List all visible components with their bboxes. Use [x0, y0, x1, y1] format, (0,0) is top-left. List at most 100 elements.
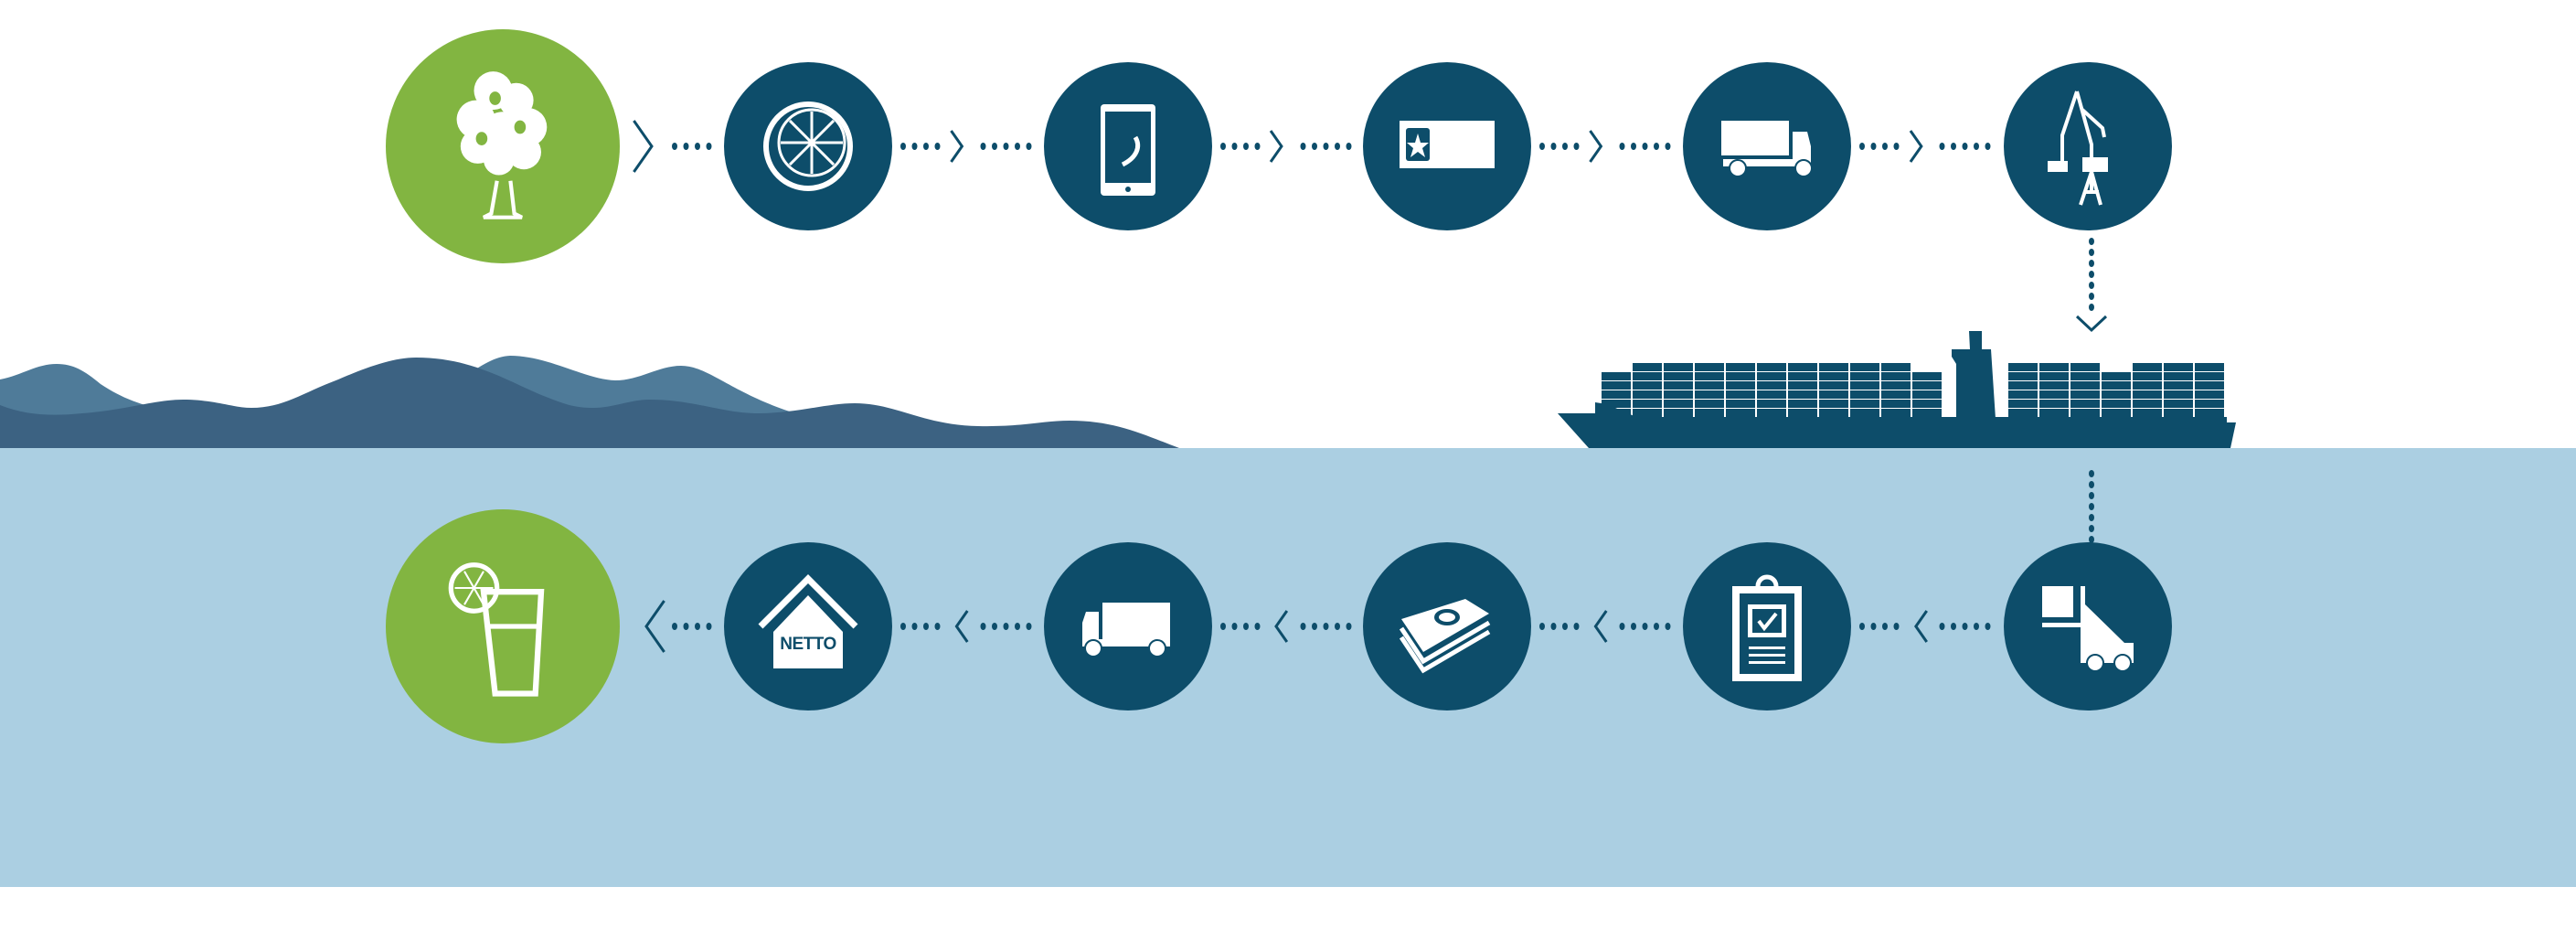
connector-dot [1026, 623, 1032, 630]
connector-dot [1346, 143, 1352, 150]
connector-dot [706, 623, 712, 630]
cargo-container [1695, 372, 1724, 380]
cargo-container [2195, 372, 2224, 380]
cargo-container [1788, 409, 1817, 417]
cargo-container [2133, 409, 2162, 417]
connector-dot [2089, 238, 2094, 245]
connector-dot [1231, 143, 1238, 150]
truck-icon [1721, 121, 1813, 177]
connector-dot [1573, 143, 1580, 150]
cargo-container [1819, 381, 1848, 390]
cargo-container [1788, 372, 1817, 380]
bottom-step-1 [386, 509, 620, 743]
connector-dot [2089, 492, 2094, 499]
connector-dot [1335, 143, 1340, 150]
connector-dot [900, 623, 906, 630]
connector-dot [1243, 623, 1249, 630]
cargo-container [1664, 381, 1693, 390]
connector-dot [2089, 536, 2094, 543]
cargo-container [1664, 400, 1693, 408]
connector-dot [683, 623, 689, 630]
connector-dot [1619, 143, 1625, 150]
smartphone-icon [1101, 104, 1155, 196]
chevron-down-icon [2075, 315, 2108, 333]
connector-dot [2089, 514, 2094, 521]
top-step-1 [386, 29, 620, 263]
cargo-container [1633, 363, 1662, 371]
connector-dot [1573, 623, 1580, 630]
cargo-container [1912, 400, 1942, 408]
cargo-container [1664, 363, 1693, 371]
mountain-front [0, 358, 1179, 448]
tree-icon [456, 71, 548, 219]
cargo-container [1695, 400, 1724, 408]
connector-dot [2089, 304, 2094, 311]
connector-dot [1562, 623, 1568, 630]
top-step-5 [1683, 62, 1851, 230]
connector-dot [1631, 623, 1636, 630]
connector-dot [1300, 623, 1306, 630]
cargo-container [2070, 363, 2100, 371]
cargo-container [1757, 390, 1786, 399]
cargo-container [2039, 409, 2069, 417]
connector-dot [900, 143, 906, 150]
cargo-container [1912, 372, 1942, 380]
connector-dot [1003, 623, 1009, 630]
connector-dot [683, 143, 689, 150]
cargo-container [1912, 381, 1942, 390]
chevron-left-icon [1593, 610, 1608, 643]
connector-dot [1550, 623, 1557, 630]
cargo-container [2195, 390, 2224, 399]
connector-dot [992, 623, 997, 630]
cargo-container [1788, 400, 1817, 408]
connector-dot [1003, 143, 1009, 150]
cargo-container [2195, 363, 2224, 371]
cargo-container [2070, 372, 2100, 380]
connector-dot [2089, 293, 2094, 300]
top-step-3 [1044, 62, 1212, 230]
connector-dot [1859, 143, 1865, 150]
cargo-container [1726, 363, 1755, 371]
connector-dot [1859, 623, 1865, 630]
connector-dot [1539, 623, 1545, 630]
cargo-container [2133, 390, 2162, 399]
cargo-container [1881, 363, 1911, 371]
connector-dot [695, 143, 700, 150]
chevron-left-icon [644, 600, 665, 653]
cargo-container [1819, 400, 1848, 408]
cargo-container [1788, 390, 1817, 399]
connector-dot [2089, 271, 2094, 278]
connector-dot [1026, 143, 1032, 150]
connector-dot [1562, 143, 1568, 150]
cargo-container [2195, 400, 2224, 408]
cargo-container [2070, 381, 2100, 390]
shipping-container-icon [1400, 121, 1495, 168]
cargo-container [1788, 381, 1817, 390]
cargo-container [1726, 381, 1755, 390]
connector-dot [1312, 143, 1317, 150]
connector-dot [911, 143, 918, 150]
cargo-container [1912, 390, 1942, 399]
connector-dot [1654, 143, 1659, 150]
sea-band [0, 448, 2576, 887]
cargo-container [2133, 381, 2162, 390]
connector-dot [1220, 623, 1226, 630]
orange-slice-icon [763, 102, 853, 191]
connector-dot [911, 623, 918, 630]
container-ship-icon [1558, 331, 2236, 448]
cargo-container [1757, 400, 1786, 408]
cargo-container [2102, 372, 2131, 380]
cargo-container [1757, 409, 1786, 417]
cargo-container [2008, 400, 2038, 408]
cargo-container [2070, 400, 2100, 408]
cargo-container [2008, 363, 2038, 371]
cargo-container [2070, 409, 2100, 417]
connector-dot [1974, 143, 1979, 150]
connector-dot [1550, 143, 1557, 150]
connector-dot [1243, 143, 1249, 150]
cargo-container [2039, 372, 2069, 380]
cargo-container [2133, 363, 2162, 371]
cargo-container [1881, 400, 1911, 408]
juice-glass-icon [448, 562, 545, 697]
cargo-container [2195, 381, 2224, 390]
